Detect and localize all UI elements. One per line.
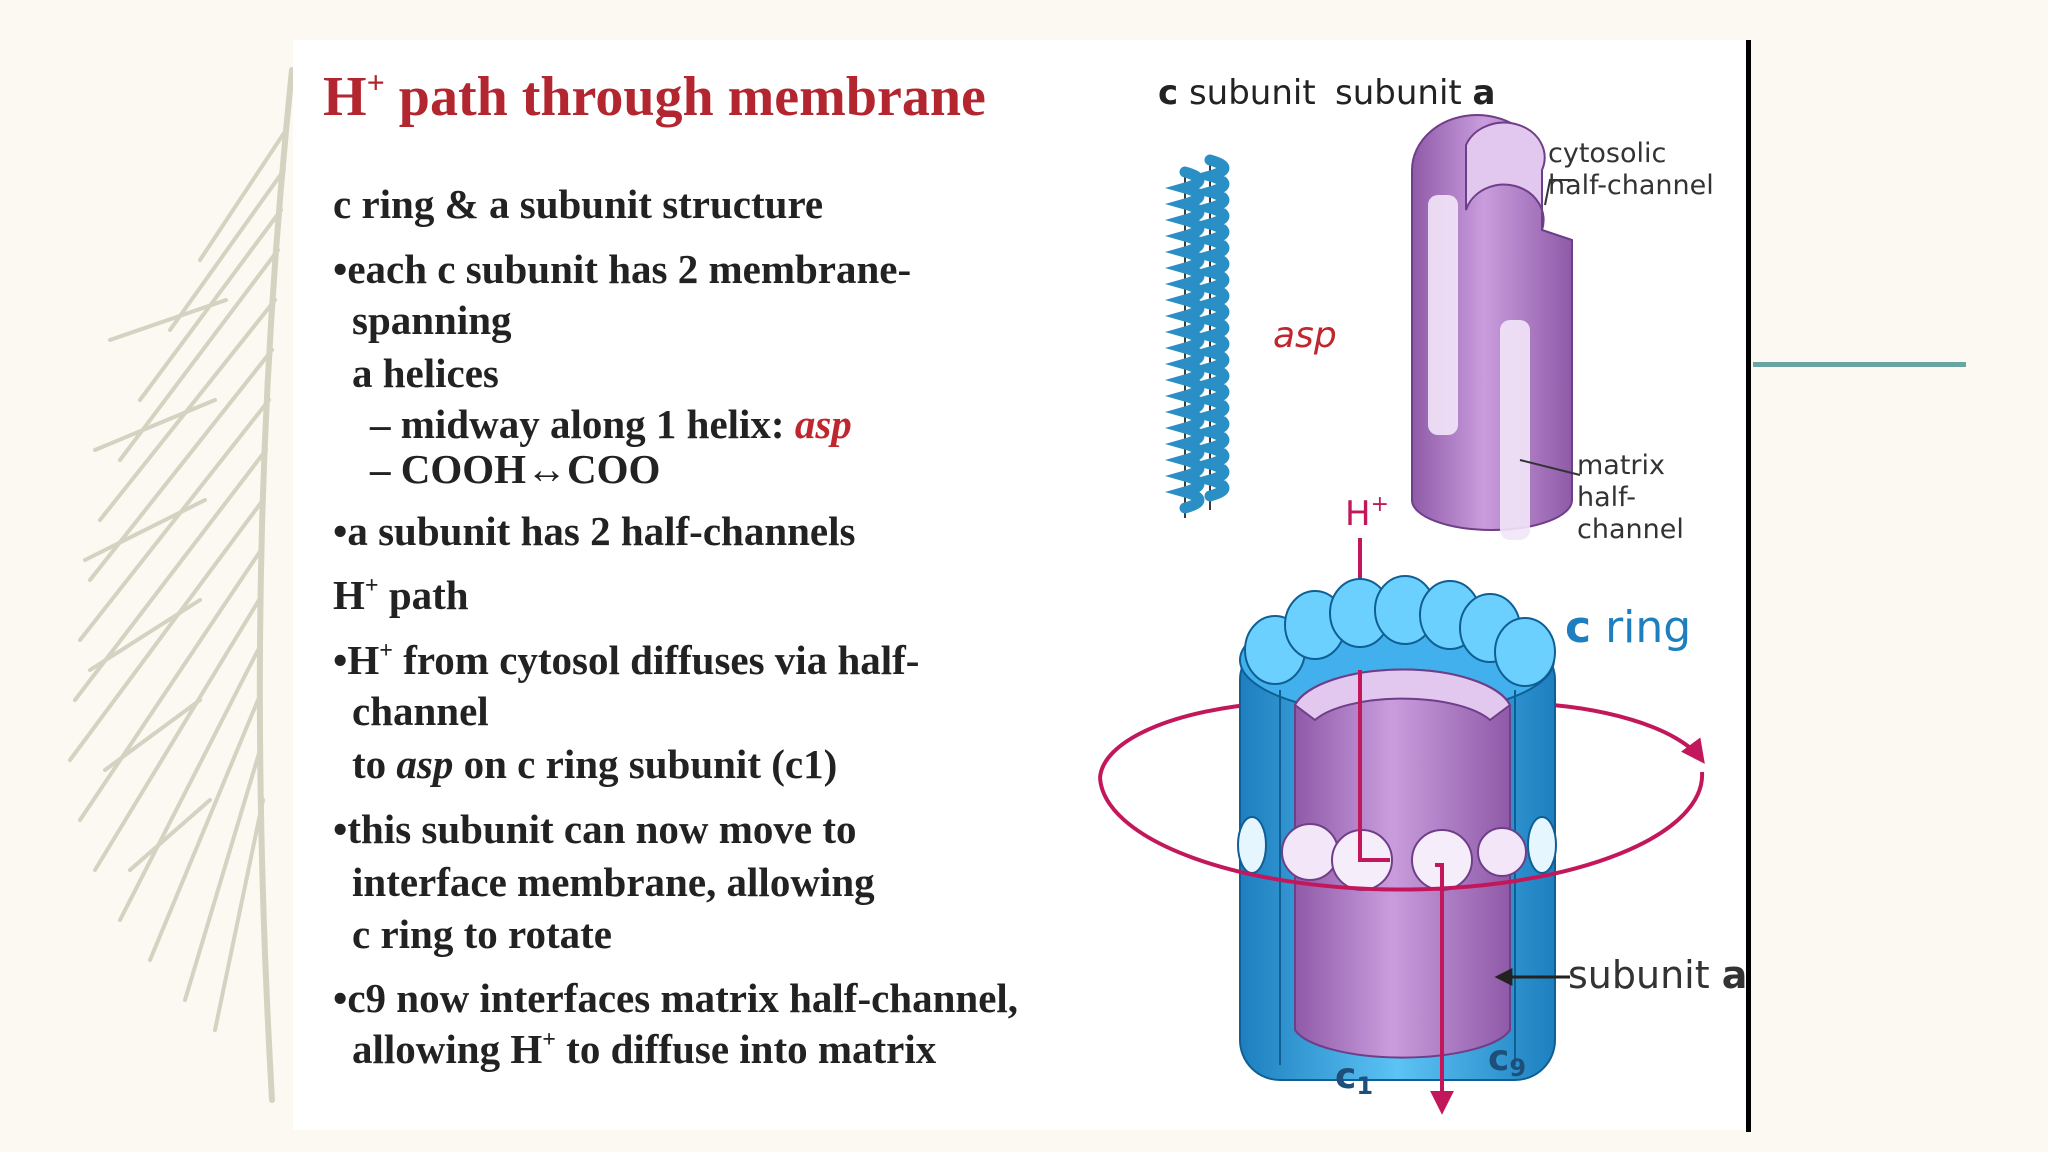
cytosolic-label-line2: half-channel	[1548, 170, 1714, 201]
heading-h-path: H+ path	[333, 572, 469, 618]
bullet-c9-line1: •c9 now interfaces matrix half-channel,	[333, 975, 1019, 1021]
bullet-c-subunit-line2: spanning	[352, 297, 512, 343]
bullet-c-subunit-line3: a helices	[352, 350, 499, 396]
bullet-c9-line2: allowing H+ to diffuse into matrix	[352, 1026, 937, 1072]
helix-icon	[1164, 154, 1230, 518]
atp-synthase-diagram: c subunit subunit a asp cytosolic half-c…	[1098, 73, 1747, 1115]
slide-title: H+ path through membrane	[323, 64, 986, 128]
bullet-rotate-line2: interface membrane, allowing	[352, 859, 875, 905]
asp-label: asp	[1273, 315, 1337, 356]
bullet-rotate-line1: •this subunit can now move to	[333, 806, 857, 852]
subunit-a-label: subunit a	[1335, 73, 1495, 113]
matrix-label-line3: channel	[1577, 514, 1684, 545]
sub-bullet-cooh: – COOH↔COO	[370, 446, 661, 492]
c-ring-label: c ring	[1565, 602, 1691, 653]
h-plus-label: H+	[1345, 492, 1389, 534]
bullet-cytosol-line2: channel	[352, 688, 489, 734]
bullet-rotate-line3: c ring to rotate	[352, 911, 612, 957]
c-subunit-label: c subunit	[1158, 73, 1316, 113]
sub-bullet-midway: – midway along 1 helix: asp	[370, 401, 852, 447]
bullet-a-subunit: •a subunit has 2 half-channels	[333, 508, 856, 554]
c9-label: c9	[1488, 1038, 1526, 1082]
subunit-a-in-ring-icon	[1281, 668, 1527, 1059]
cytosolic-label-line1: cytosolic	[1548, 138, 1666, 169]
matrix-label-line2: half-	[1577, 482, 1636, 513]
bullet-cytosol-line3: to asp on c ring subunit (c1)	[352, 741, 838, 787]
accent-rule	[1753, 362, 1966, 367]
subunit-a-lower-label: subunit a	[1568, 953, 1747, 997]
bullet-cytosol-line1: •H+ from cytosol diffuses via half-	[333, 637, 920, 683]
heading-structure: c ring & a subunit structure	[333, 181, 824, 227]
c1-label: c1	[1335, 1056, 1373, 1100]
matrix-label-line1: matrix	[1577, 450, 1665, 481]
bullet-c-subunit-line1: •each c subunit has 2 membrane-	[333, 246, 912, 292]
subunit-a-cylinder-icon	[1411, 114, 1573, 540]
vertical-divider	[1746, 40, 1751, 1132]
